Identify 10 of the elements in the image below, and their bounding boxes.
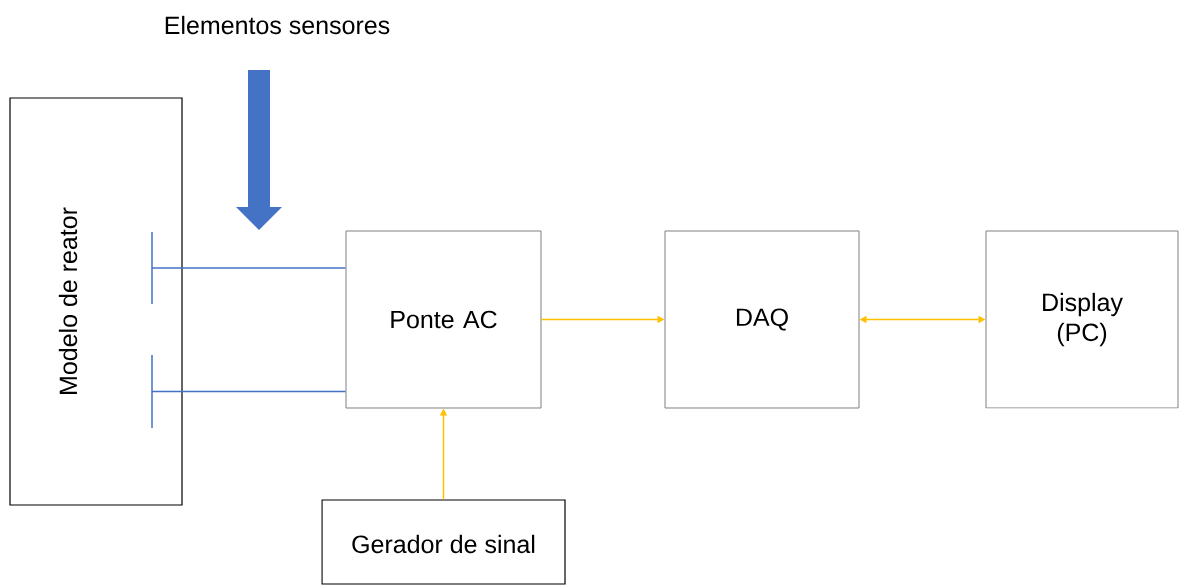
box [9,97,183,506]
box: Display (PC) [985,230,1179,409]
connector [151,390,347,393]
box: DAQ [664,230,860,409]
sensor-label: Elementos sensores [165,15,390,35]
box-label: Modelo de reator [58,207,78,394]
box-label: Gerador de sinal [352,534,535,554]
box [321,499,566,585]
box: Ponte AC [345,230,542,409]
connector [151,267,347,269]
